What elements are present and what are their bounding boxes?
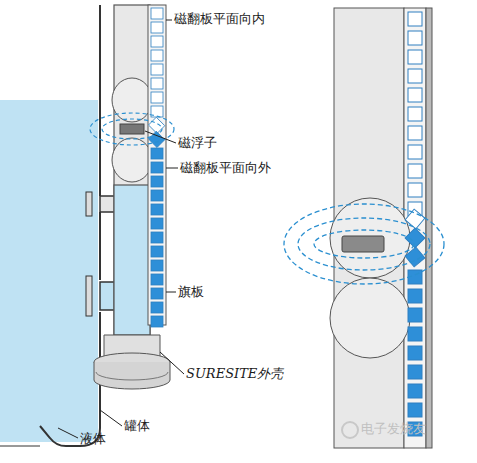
flap [151, 288, 163, 299]
flap [151, 246, 163, 257]
detail-rail [426, 8, 432, 448]
leader-lines [58, 20, 184, 438]
lower-flange [86, 276, 92, 316]
flap [151, 162, 163, 173]
field-lines [90, 113, 174, 145]
part-label: 旗板 [178, 285, 204, 299]
chamber-liquid [114, 185, 150, 335]
flap [151, 78, 163, 89]
detail-flap [408, 183, 422, 197]
detail-flap [408, 346, 422, 360]
tank-wall [40, 5, 100, 446]
flap [151, 92, 163, 103]
detail-flap [408, 403, 422, 417]
flap [151, 50, 163, 61]
detail-flap [408, 145, 422, 159]
detail-flap [405, 209, 425, 229]
detail-flap [408, 69, 422, 83]
upper-flange [86, 192, 92, 216]
base [94, 362, 170, 389]
detail-flap [405, 228, 425, 248]
detail-flap [408, 88, 422, 102]
flap [151, 176, 163, 187]
part-label: 磁翻板平面向内 [174, 12, 265, 26]
detail-flap [408, 164, 422, 178]
part-label: 磁浮子 [178, 136, 217, 150]
part-label: 磁翻板平面向外 [180, 161, 271, 175]
part-label: SURESITE外壳 [186, 367, 283, 381]
flap [151, 260, 163, 271]
part-label: 罐体 [124, 419, 150, 433]
detail-magnet [342, 236, 384, 252]
base-groove [96, 372, 168, 380]
flap [151, 218, 163, 229]
detail-flap [408, 327, 422, 341]
flap-strip [148, 5, 166, 325]
flap [151, 148, 163, 159]
detail-flap [408, 107, 422, 121]
flap [151, 204, 163, 215]
flap [151, 316, 163, 327]
part-label: 液体 [80, 432, 106, 446]
watermark: 电子发烧友 [361, 422, 426, 436]
detail-flap [408, 384, 422, 398]
float-lower [112, 138, 152, 182]
detail-flap [408, 31, 422, 45]
float-upper [112, 78, 152, 122]
detail-field-lines [284, 204, 444, 284]
detail-flap [408, 308, 422, 322]
flap [151, 302, 163, 313]
tank-base [0, 446, 40, 447]
flap [151, 274, 163, 285]
detail-float-lower [330, 278, 410, 358]
flap [151, 22, 163, 33]
detail-flap [408, 289, 422, 303]
flap [151, 190, 163, 201]
detail-flap [408, 365, 422, 379]
detail-flap [408, 50, 422, 64]
detail-flap [408, 126, 422, 140]
flap [151, 64, 163, 75]
flap [151, 232, 163, 243]
magnet [120, 124, 144, 134]
flap [151, 36, 163, 47]
detail-flap [408, 12, 422, 26]
liquid [0, 100, 98, 442]
flap [151, 8, 163, 19]
watermark-logo [342, 422, 358, 438]
